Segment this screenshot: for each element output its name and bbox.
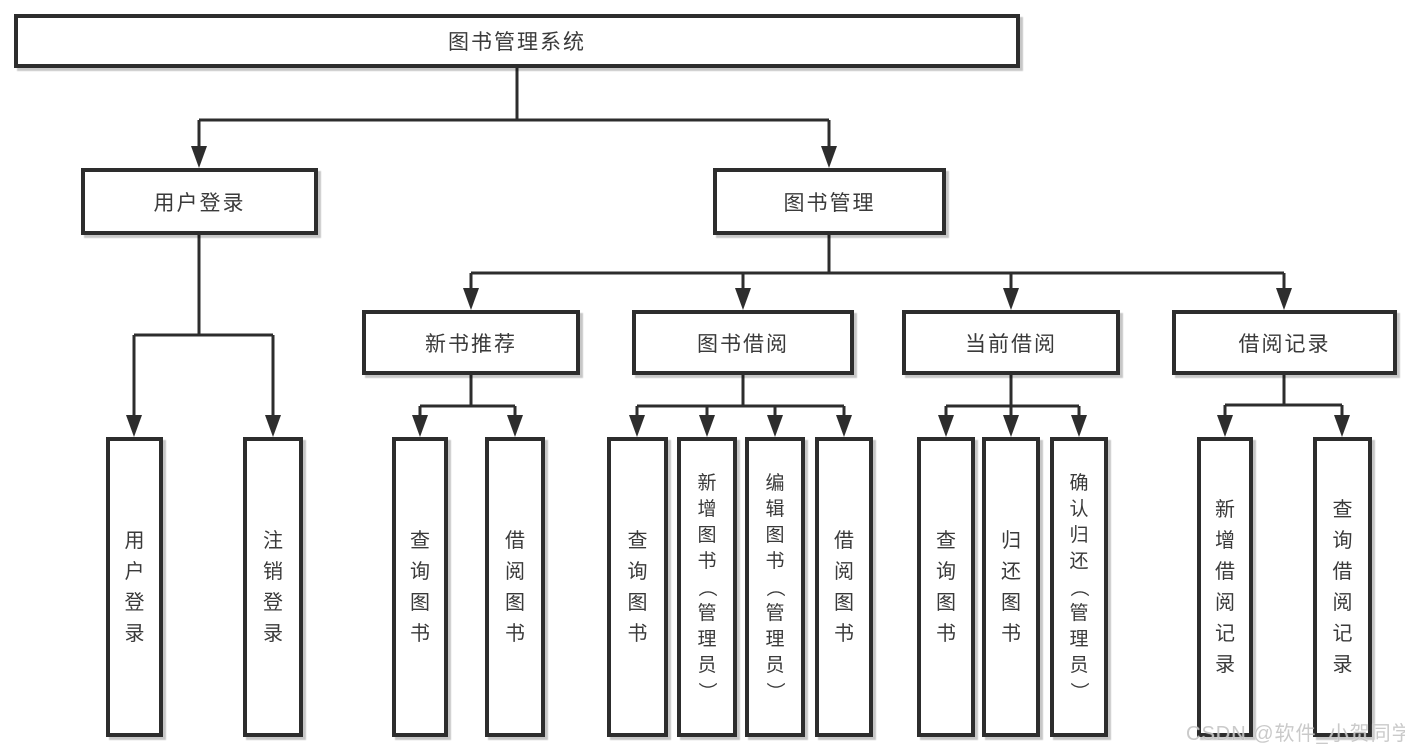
- node-book-borrowing: 图书借阅: [632, 310, 854, 375]
- node-borrow-records: 借阅记录: [1172, 310, 1397, 375]
- leaf-confirm-return-admin: 确认归还（管理员）: [1050, 437, 1108, 737]
- leaf-query-books-current: 查询图书: [917, 437, 975, 737]
- leaf-user-login: 用户登录: [106, 437, 163, 737]
- node-library-management-system: 图书管理系统: [14, 14, 1020, 68]
- leaf-add-books-admin: 新增图书（管理员）: [677, 437, 737, 737]
- node-book-management: 图书管理: [713, 168, 946, 235]
- leaf-query-borrow-record: 查询借阅记录: [1313, 437, 1372, 737]
- leaf-borrow-books-recommend: 借阅图书: [485, 437, 545, 737]
- leaf-add-borrow-record: 新增借阅记录: [1197, 437, 1253, 737]
- leaf-return-books: 归还图书: [982, 437, 1040, 737]
- node-new-book-recommend: 新书推荐: [362, 310, 580, 375]
- leaf-query-books-borrowing: 查询图书: [607, 437, 668, 737]
- arrow-down-icon: [126, 146, 1350, 437]
- leaf-edit-books-admin: 编辑图书（管理员）: [745, 437, 805, 737]
- leaf-query-books-recommend: 查询图书: [392, 437, 448, 737]
- leaf-logout-login: 注销登录: [243, 437, 303, 737]
- leaf-borrow-books: 借阅图书: [815, 437, 873, 737]
- csdn-watermark: CSDN @软件_小贺同学: [1186, 723, 1405, 745]
- node-current-borrowing: 当前借阅: [902, 310, 1120, 375]
- node-user-login: 用户登录: [81, 168, 318, 235]
